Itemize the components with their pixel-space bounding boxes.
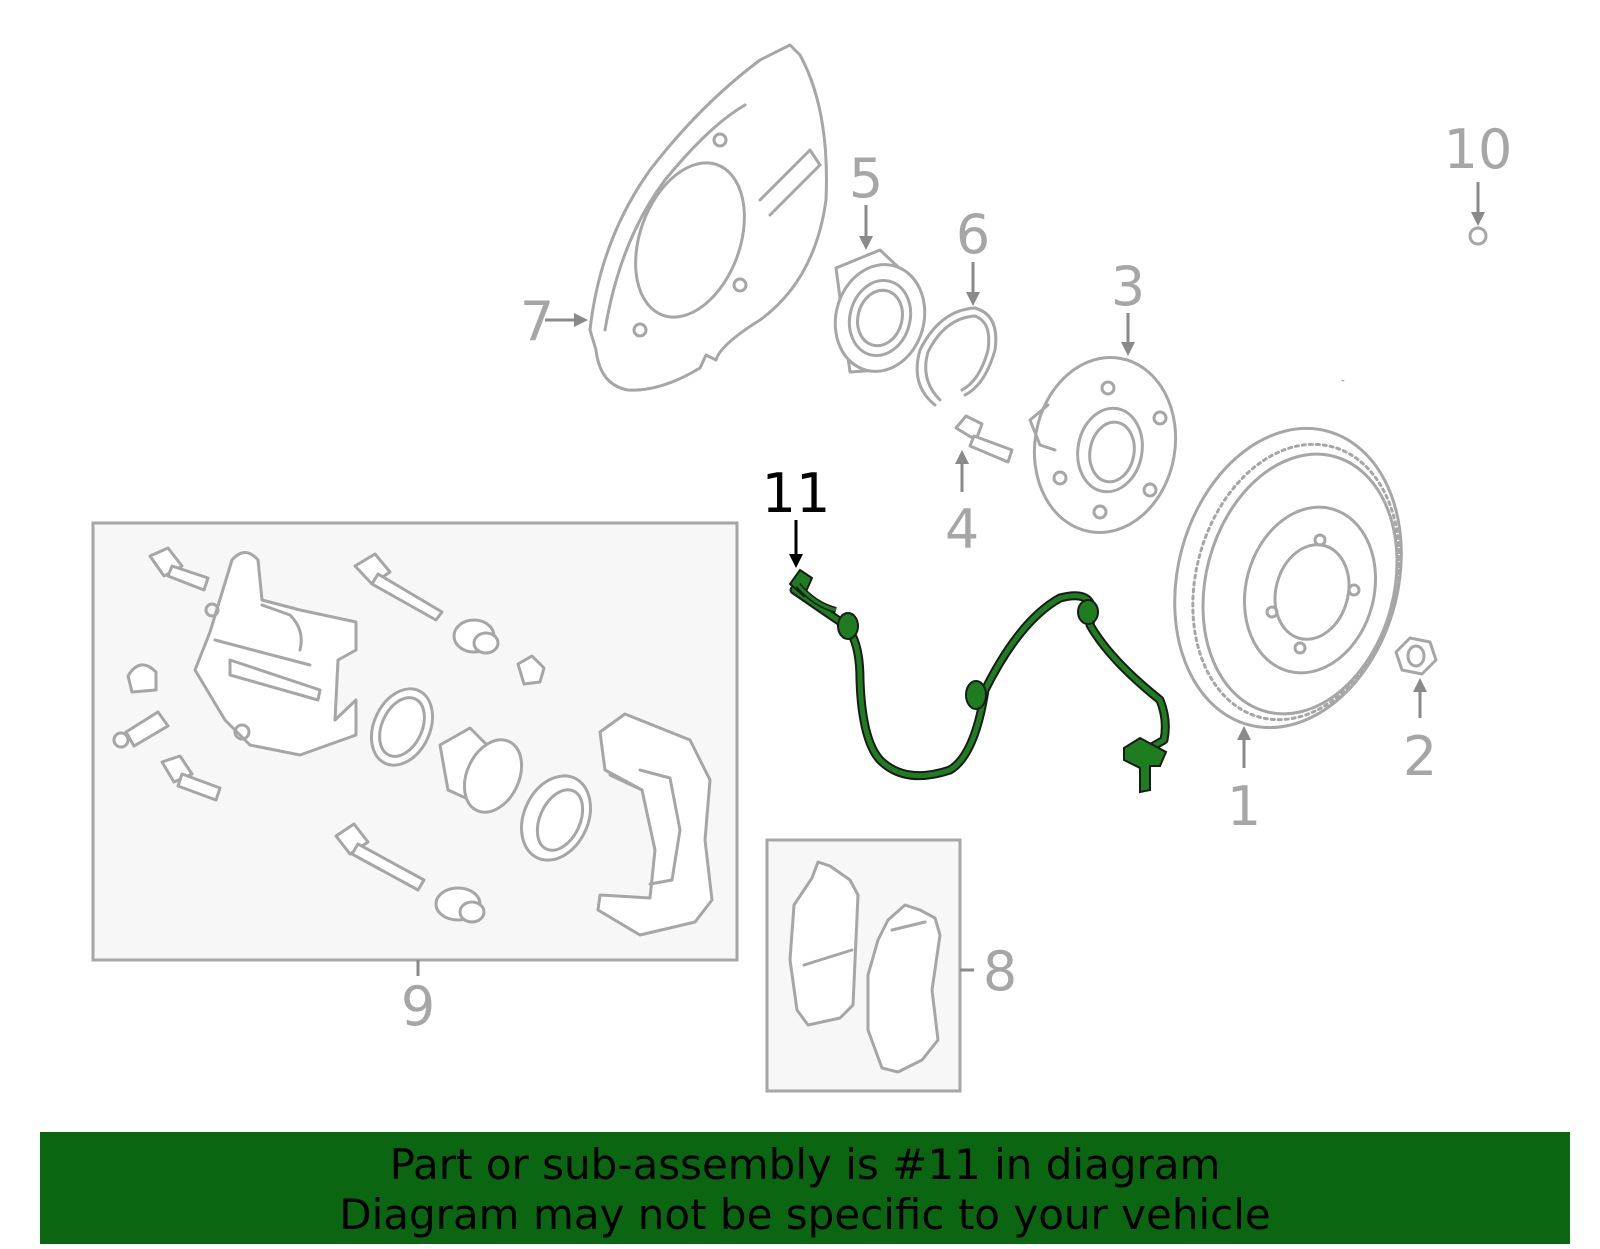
banner-line-1: Part or sub-assembly is #11 in diagram [389,1140,1221,1189]
callout-4: 4 [945,498,979,561]
pin-boot-top [452,618,500,655]
guide-pin-top [353,552,444,622]
callout-6: 6 [956,203,990,266]
bleeder-screw [112,710,170,749]
pin-boot-bottom [434,886,486,924]
dust-cap [126,663,158,694]
wheel-hub [1028,355,1178,535]
callout-11: 11 [762,462,831,525]
splash-shield [588,43,828,392]
wheel-bearing [833,248,927,374]
piston-seal [370,687,434,767]
caliper-bolt-bottom [160,754,222,802]
callout-1: 1 [1227,775,1261,838]
callout-3: 3 [1111,255,1145,318]
info-banner: Part or sub-assembly is #11 in diagram D… [40,1132,1570,1244]
hub-bolt [954,414,1014,464]
callout-5: 5 [849,147,883,210]
brake-rotor [1173,426,1403,730]
lug-nut [1394,636,1438,676]
bleeder-cap [516,654,546,686]
caliper-body [193,551,358,757]
brake-hose [1341,226,1488,382]
callout-10: 10 [1444,118,1513,181]
wheel-speed-sensor [788,568,1170,794]
banner-line-2: Diagram may not be specific to your vehi… [339,1190,1271,1239]
caliper-bracket [596,712,714,937]
snap-ring [915,306,998,407]
callout-9: 9 [401,975,435,1038]
callout-2: 2 [1403,725,1437,788]
caliper-bolt-top [148,546,210,592]
callout-7: 7 [520,290,554,353]
guide-pin-bottom [334,822,426,892]
callout-8: 8 [983,940,1017,1003]
piston-boot [520,774,592,862]
piston [438,726,524,814]
brake-pad-outer [866,903,942,1074]
brake-pad-inner [788,860,860,1027]
